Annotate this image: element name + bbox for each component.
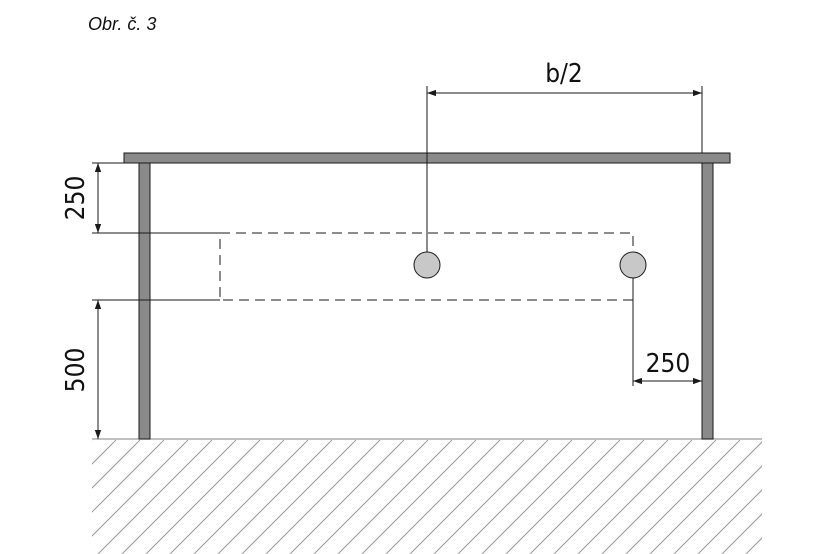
dimension-label-lower-height: 500 [61, 348, 91, 393]
hatch-line [505, 440, 621, 554]
hatch-line [457, 440, 573, 554]
hatch-line [265, 440, 381, 554]
hatch-line [313, 440, 429, 554]
right-post [701, 162, 714, 440]
hatch-line [92, 440, 165, 513]
hatch-line [529, 440, 645, 554]
hatch-line [409, 440, 525, 554]
hatch-line [169, 440, 285, 554]
hatch-line [92, 440, 117, 465]
figure-caption: Obr. č. 3 [88, 14, 157, 34]
dimension-label-upper-height: 250 [61, 176, 91, 221]
hatch-line [193, 440, 309, 554]
hatch-line [361, 440, 477, 554]
hatch-line [217, 440, 333, 554]
hatch-line [92, 440, 189, 537]
dimension-right-offset [632, 278, 702, 386]
hatch-line [649, 441, 762, 554]
hatch-line [337, 440, 453, 554]
hatch-line [385, 440, 501, 554]
hatch-line [433, 440, 549, 554]
hatch-line [145, 440, 261, 554]
hatch-line [92, 440, 93, 441]
dimension-lower-height [92, 299, 220, 439]
dimension-top-width [426, 86, 703, 252]
dimension-label-top-width: b/2 [545, 59, 583, 89]
hatch-line [92, 440, 141, 489]
ground-hatching [92, 440, 762, 554]
hatch-line [673, 465, 762, 554]
hatch-line [721, 513, 762, 554]
hatch-line [97, 440, 213, 554]
hatch-line [577, 440, 693, 554]
hatch-line [601, 440, 717, 554]
hatch-line [553, 440, 669, 554]
hatch-line [745, 537, 762, 554]
hatch-line [289, 440, 405, 554]
dimension-upper-height [92, 162, 220, 234]
hatch-line [697, 489, 762, 554]
left-post [138, 162, 151, 440]
point-circle-center [413, 251, 441, 279]
dimension-label-right-offset: 250 [646, 349, 691, 379]
hatch-line [121, 440, 237, 554]
point-circle-right [619, 251, 647, 279]
hatch-line [481, 440, 597, 554]
hatch-line [241, 440, 357, 554]
hatch-line [625, 440, 741, 554]
